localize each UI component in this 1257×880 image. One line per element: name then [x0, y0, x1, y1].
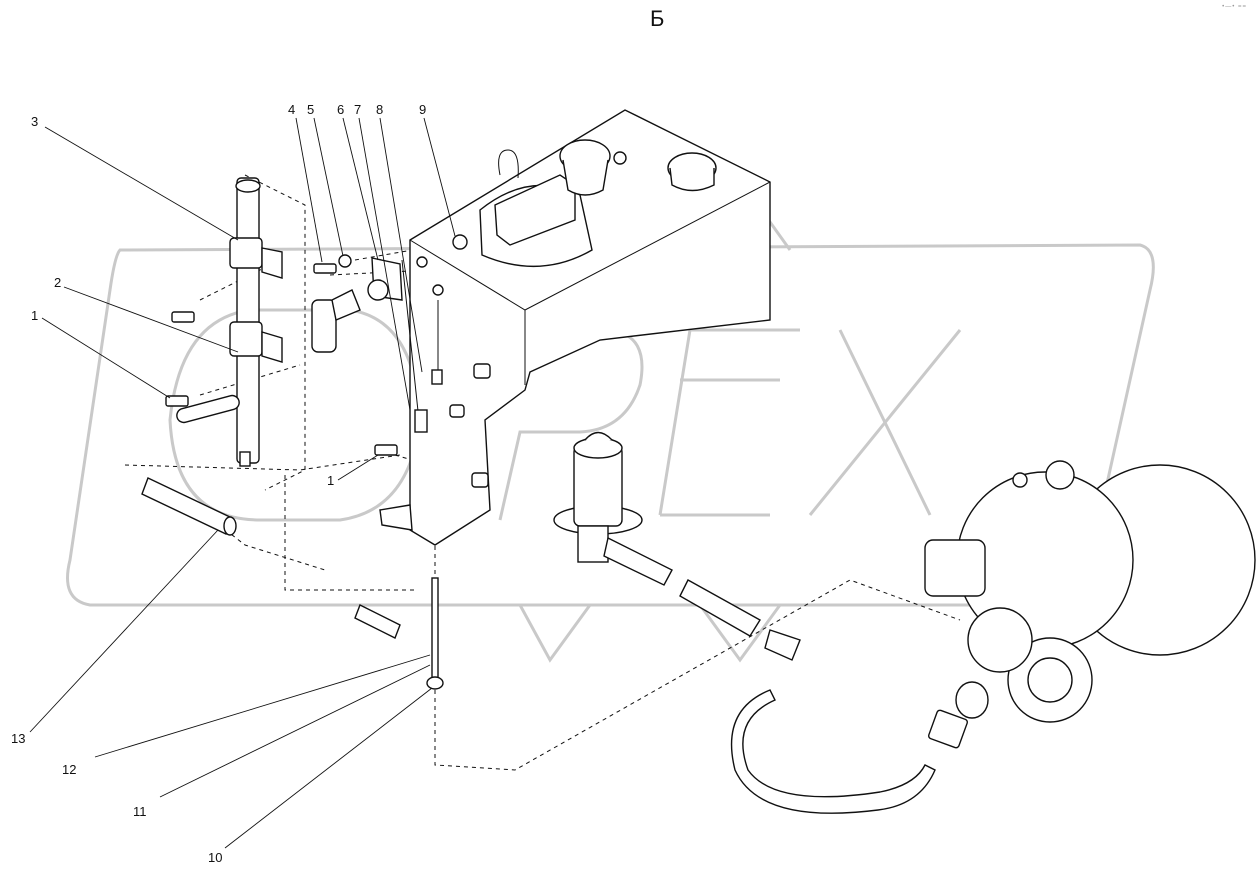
leader-lines	[29, 117, 456, 849]
callout-1-lower: 1	[327, 473, 334, 488]
callout-labels: 3 2 1 4 5 6 7 8 9 1 13 12 11 10	[11, 102, 426, 865]
corner-mark: •—• ==	[1222, 4, 1247, 10]
callout-10: 10	[208, 850, 222, 865]
callout-5: 5	[307, 102, 314, 117]
hose-and-transmission	[730, 460, 1256, 814]
callout-12: 12	[62, 762, 76, 777]
callout-7: 7	[354, 102, 361, 117]
callout-11: 11	[133, 804, 147, 819]
vertical-pipe-assembly	[165, 177, 283, 467]
return-pipe	[141, 477, 237, 536]
callout-2: 2	[54, 275, 61, 290]
callout-13: 13	[11, 731, 25, 746]
callout-9: 9	[419, 102, 426, 117]
hydraulic-tank	[374, 109, 771, 546]
callout-4: 4	[288, 102, 295, 117]
callout-3: 3	[31, 114, 38, 129]
filter-unit	[354, 431, 801, 661]
small-fittings	[311, 254, 403, 353]
dipstick-rod	[426, 577, 444, 690]
view-title: Б	[650, 6, 665, 31]
callout-8: 8	[376, 102, 383, 117]
callout-6: 6	[337, 102, 344, 117]
callout-1: 1	[31, 308, 38, 323]
